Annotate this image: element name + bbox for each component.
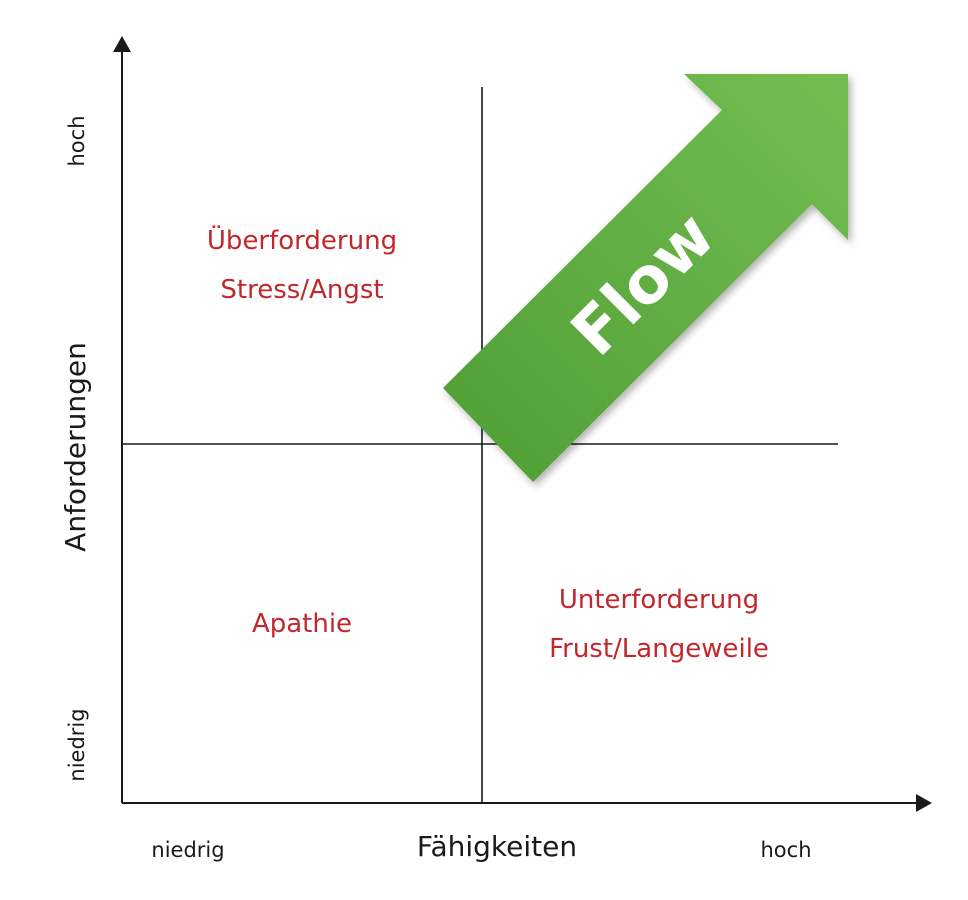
quadrant-top-left-subtitle: Stress/Angst xyxy=(220,275,383,305)
x-axis-title: Fähigkeiten xyxy=(417,830,577,863)
x-axis-arrowhead xyxy=(916,794,932,812)
flow-arrow: Flow xyxy=(443,74,848,482)
y-axis-low-label: niedrig xyxy=(65,708,89,781)
x-axis-high-label: hoch xyxy=(760,838,811,862)
y-axis-arrowhead xyxy=(113,36,131,52)
quadrant-top-left-title: Überforderung xyxy=(207,224,397,256)
x-axis-low-label: niedrig xyxy=(151,838,224,862)
flow-arrow-shape xyxy=(443,74,848,482)
y-axis-high-label: hoch xyxy=(65,115,89,166)
quadrant-bottom-right-subtitle: Frust/Langeweile xyxy=(549,634,769,664)
y-axis-title: Anforderungen xyxy=(59,342,92,552)
quadrant-bottom-left-title: Apathie xyxy=(252,609,352,639)
quadrant-bottom-right-title: Unterforderung xyxy=(559,585,759,615)
